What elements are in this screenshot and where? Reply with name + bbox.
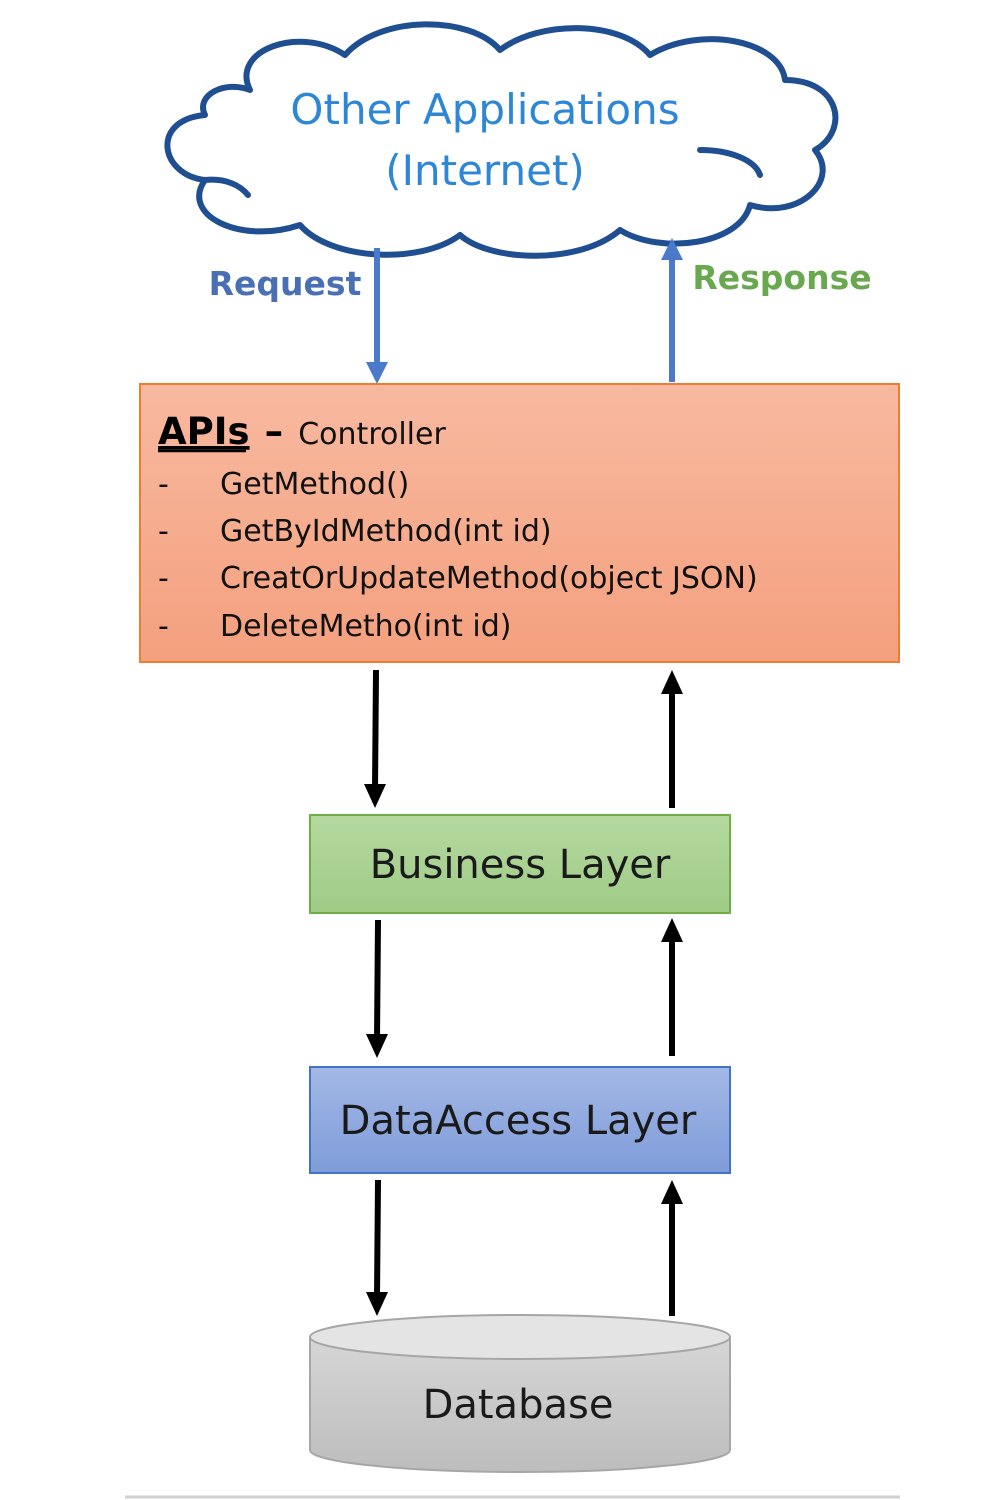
business-layer-label: Business Layer xyxy=(370,842,671,888)
api-title: APIs xyxy=(158,410,250,453)
dataaccess-layer-box xyxy=(309,1066,731,1174)
down-arrow-dataaccess-database xyxy=(374,1179,381,1299)
database-cylinder xyxy=(309,1314,731,1473)
down-arrow-business-dataaccess xyxy=(374,919,381,1041)
request-label: Request xyxy=(209,264,362,303)
method-bullet: - xyxy=(158,561,169,596)
up-arrow-head xyxy=(661,670,683,694)
cloud-title: Other Applications xyxy=(290,85,679,134)
up-arrow-head xyxy=(661,918,683,942)
cloud-shape xyxy=(164,21,839,259)
request-arrow-head xyxy=(366,362,388,384)
cloud-subtitle: (Internet) xyxy=(385,146,585,195)
api-separator: – xyxy=(265,410,284,453)
method-bullet: - xyxy=(158,609,169,644)
down-arrow-head xyxy=(364,784,386,808)
down-arrow-head xyxy=(366,1034,388,1058)
method-item: GetByIdMethod(int id) xyxy=(220,514,552,549)
api-subtitle: Controller xyxy=(298,417,446,452)
down-arrow-api-business xyxy=(372,669,379,791)
method-bullet: - xyxy=(158,467,169,502)
api-controller-box xyxy=(139,383,900,663)
database-label: Database xyxy=(423,1382,614,1428)
down-arrow-head xyxy=(366,1292,388,1316)
up-arrow-head xyxy=(661,1180,683,1204)
response-label: Response xyxy=(692,258,871,297)
dataaccess-layer-label: DataAccess Layer xyxy=(340,1098,697,1144)
api-heading: APIs – Controller xyxy=(158,410,446,453)
response-arrow-head xyxy=(661,238,683,260)
business-layer-box xyxy=(309,814,731,914)
method-item: CreatOrUpdateMethod(object JSON) xyxy=(220,561,758,596)
method-item: DeleteMetho(int id) xyxy=(220,609,511,644)
method-item: GetMethod() xyxy=(220,467,409,502)
method-bullet: - xyxy=(158,514,169,549)
